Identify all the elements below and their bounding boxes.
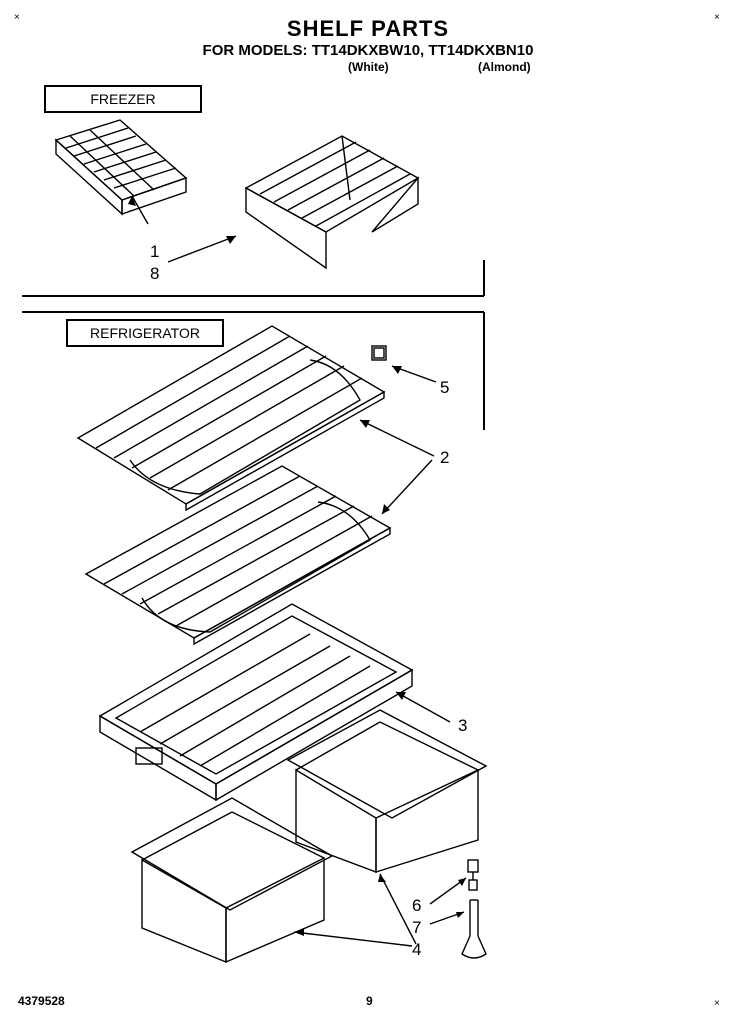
corner-mark-top-left: × bbox=[14, 12, 20, 23]
shelf-stop-clip bbox=[371, 345, 387, 361]
callout-1: 1 bbox=[150, 242, 160, 261]
upper-glass-shelf bbox=[76, 325, 386, 512]
callout-arrowheads bbox=[128, 196, 466, 936]
refrigerator-section-border bbox=[22, 311, 485, 430]
ice-cube-tray bbox=[54, 119, 188, 216]
callout-leader-lines bbox=[131, 195, 467, 947]
freezer-section-border bbox=[22, 260, 485, 297]
callout-8: 8 bbox=[150, 264, 160, 283]
corner-mark-top-right: × bbox=[714, 12, 720, 23]
refrigerator-label: REFRIGERATOR bbox=[66, 319, 224, 347]
freezer-wire-shelf bbox=[244, 135, 420, 270]
left-crisper-drawer bbox=[130, 797, 334, 964]
variant-almond: (Almond) bbox=[478, 60, 531, 74]
page-number: 9 bbox=[366, 994, 373, 1008]
callout-4: 4 bbox=[412, 940, 422, 959]
lower-glass-shelf bbox=[84, 465, 392, 646]
models-subtitle: FOR MODELS: TT14DKXBW10, TT14DKXBN10 bbox=[202, 42, 534, 59]
document-number: 4379528 bbox=[18, 994, 65, 1008]
crisper-slide bbox=[467, 859, 479, 891]
variant-white: (White) bbox=[348, 60, 389, 74]
crisper-cover bbox=[98, 603, 414, 802]
crisper-slide-cap bbox=[461, 899, 487, 959]
page-title: SHELF PARTS bbox=[286, 16, 450, 41]
corner-mark-bottom-right: × bbox=[714, 998, 720, 1009]
callout-5: 5 bbox=[440, 378, 450, 397]
callout-3: 3 bbox=[458, 716, 468, 735]
callout-6: 6 bbox=[412, 896, 422, 915]
freezer-label: FREEZER bbox=[44, 85, 202, 113]
callout-2: 2 bbox=[440, 448, 450, 467]
callout-7: 7 bbox=[412, 918, 422, 937]
right-crisper-drawer bbox=[286, 709, 488, 874]
